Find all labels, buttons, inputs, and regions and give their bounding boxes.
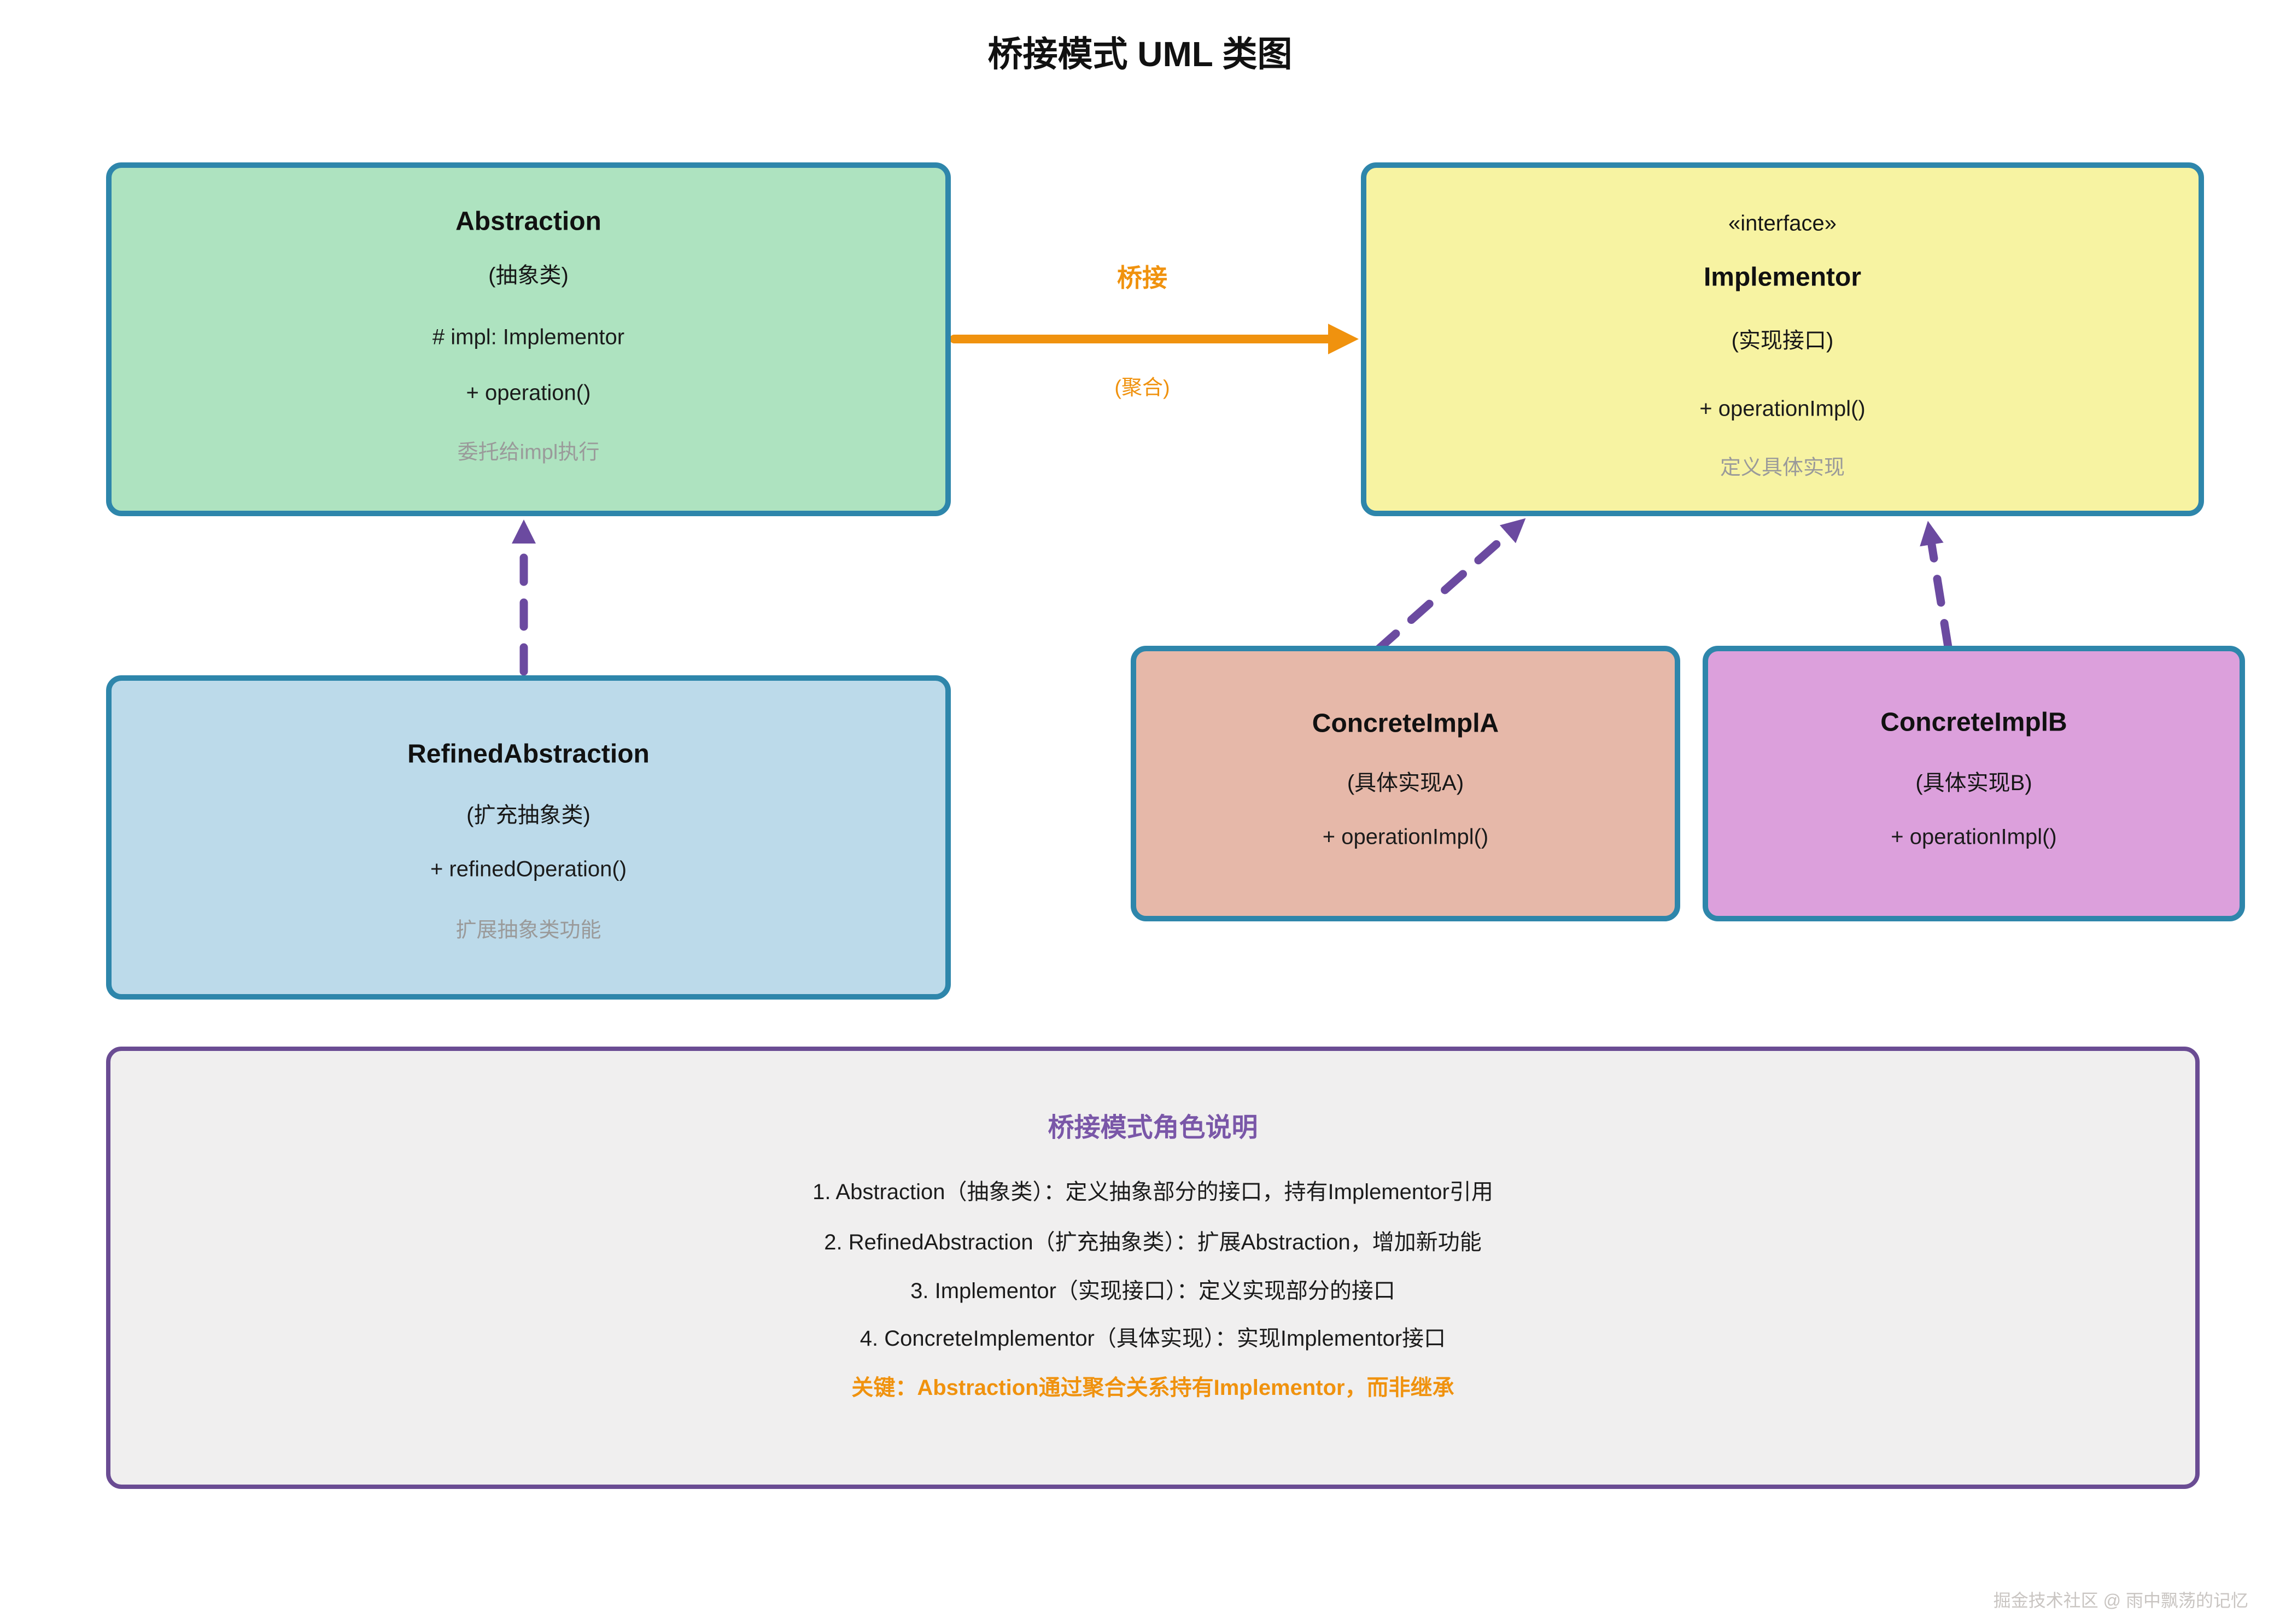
legend-box: 桥接模式角色说明 1. Abstraction（抽象类）：定义抽象部分的接口，持… (106, 1047, 2200, 1489)
legend-title: 桥接模式角色说明 (1048, 1113, 1258, 1142)
bridge-arrow-label: 桥接 (1117, 264, 1167, 292)
legend-item: 4. ConcreteImplementor（具体实现）：实现Implement… (860, 1327, 1446, 1351)
class-stereotype: «interface» (1728, 211, 1837, 236)
page-title: 桥接模式 UML 类图 (987, 34, 1293, 74)
legend-item: 1. Abstraction（抽象类）：定义抽象部分的接口，持有Implemen… (812, 1180, 1493, 1204)
class-box-concrete-impl-b: ConcreteImplB (具体实现B) + operationImpl() (1703, 646, 2245, 921)
legend-item: 3. Implementor（实现接口）：定义实现部分的接口 (910, 1279, 1395, 1303)
watermark: 掘金技术社区 @ 雨中飘荡的记忆 (1993, 1591, 2248, 1610)
class-alias: (扩充抽象类) (466, 803, 591, 827)
class-name: ConcreteImplA (1312, 709, 1499, 738)
legend-item: 2. RefinedAbstraction（扩充抽象类）：扩展Abstracti… (824, 1230, 1482, 1254)
class-note: 委托给impl执行 (457, 441, 600, 464)
class-member: + refinedOperation() (430, 857, 627, 881)
class-box-implementor: «interface» Implementor (实现接口) + operati… (1361, 162, 2204, 516)
realization-arrow-impl-b-to-implementor (1920, 521, 1952, 651)
class-member: + operation() (466, 381, 591, 405)
class-box-refined-abstraction: RefinedAbstraction (扩充抽象类) + refinedOper… (106, 675, 951, 1000)
bridge-arrow-sublabel: (聚合) (1114, 376, 1170, 400)
class-member: # impl: Implementor (432, 325, 625, 349)
class-box-abstraction: Abstraction (抽象类) # impl: Implementor + … (106, 162, 951, 516)
class-name: ConcreteImplB (1880, 708, 2067, 737)
class-box-concrete-impl-a: ConcreteImplA (具体实现A) + operationImpl() (1131, 646, 1680, 921)
class-member: + operationImpl() (1322, 825, 1489, 849)
legend-key-note: 关键：Abstraction通过聚合关系持有Implementor，而非继承 (851, 1376, 1454, 1400)
class-alias: (具体实现B) (1915, 771, 2032, 795)
class-name: Implementor (1703, 262, 1862, 292)
realization-arrow-impl-a-to-implementor (1373, 518, 1526, 654)
class-member: + operationImpl() (1891, 825, 2057, 849)
class-member: + operationImpl() (1699, 396, 1866, 421)
class-alias: (具体实现A) (1347, 771, 1464, 795)
class-name: Abstraction (455, 207, 601, 236)
class-name: RefinedAbstraction (407, 739, 650, 769)
class-alias: (抽象类) (488, 264, 569, 288)
class-alias: (实现接口) (1731, 329, 1834, 353)
class-note: 扩展抽象类功能 (455, 919, 601, 942)
class-note: 定义具体实现 (1720, 456, 1845, 480)
